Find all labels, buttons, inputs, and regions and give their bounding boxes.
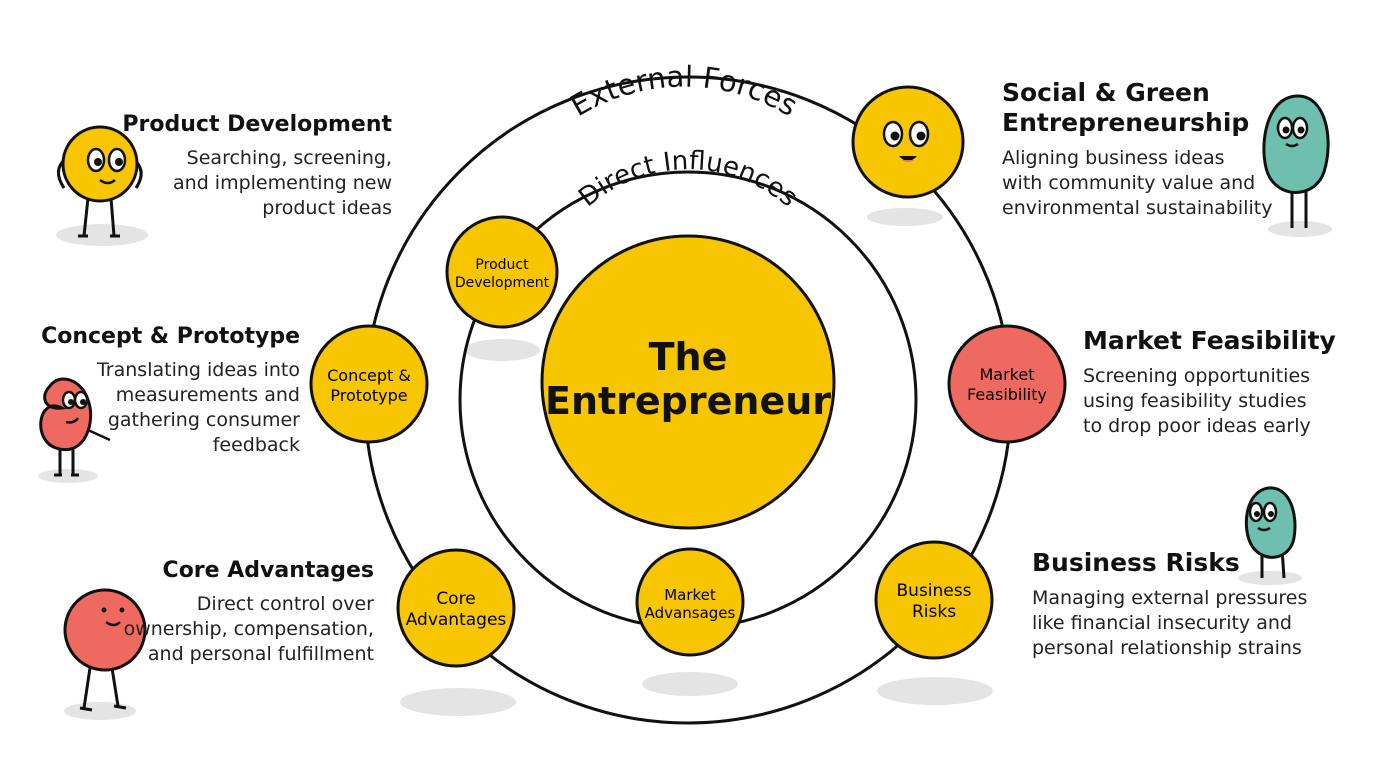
node-market-feasibility[interactable]: Market Feasibility	[947, 324, 1067, 444]
desc-line: and personal fulfillment	[147, 643, 374, 665]
red-blob-character-icon	[63, 588, 147, 712]
desc-line: measurements and	[115, 384, 300, 406]
desc-line: Direct control over	[196, 593, 374, 615]
desc-line: Searching, screening,	[186, 147, 392, 169]
desc-line: Translating ideas into	[96, 359, 300, 381]
teal-blob-character-icon	[1262, 94, 1330, 228]
desc-line: Managing external pressures	[1032, 587, 1308, 609]
node-core-advantages[interactable]: Core Advantages	[396, 548, 516, 668]
desc-line: with community value and	[1002, 172, 1256, 194]
desc-social-green: Social & Green Entrepreneurship Aligning…	[1002, 78, 1302, 221]
red-blob-character-icon	[39, 377, 111, 477]
outer-ring-label: External Forces	[565, 59, 804, 123]
node-market-advansages[interactable]: Market Advansages	[635, 547, 745, 657]
desc-title: Core Advantages	[162, 558, 374, 583]
node-concept-prototype[interactable]: Concept & Prototype	[309, 324, 429, 444]
desc-line: product ideas	[262, 197, 392, 219]
node-label: Risks	[912, 602, 956, 622]
node-label: Product	[475, 257, 529, 273]
node-label: Development	[455, 275, 550, 291]
yellow-face-icon	[851, 85, 965, 199]
node-business-risks[interactable]: Business Risks	[874, 540, 994, 660]
node-label: Business	[897, 581, 972, 601]
desc-line: feedback	[212, 434, 300, 456]
teal-blob-character-icon	[1244, 486, 1297, 579]
desc-line: using feasibility studies	[1083, 390, 1307, 412]
desc-line: Screening opportunities	[1083, 365, 1311, 387]
node-label: Advantages	[406, 610, 507, 630]
node-label: Concept &	[327, 366, 411, 385]
node-label: Core	[436, 589, 475, 609]
node-label: Market	[664, 586, 716, 604]
desc-product-development: Product Development Searching, screening…	[120, 112, 392, 221]
desc-title-line1: Social & Green	[1002, 78, 1210, 107]
desc-line: environmental sustainability	[1002, 197, 1273, 219]
desc-line: gathering consumer	[107, 409, 300, 431]
node-label: Feasibility	[967, 385, 1047, 404]
center-label-line2: Entrepreneur	[545, 379, 831, 423]
node-label: Market	[980, 365, 1035, 384]
desc-title-line2: Entrepreneurship	[1002, 108, 1250, 137]
desc-title: Social & Green Entrepreneurship	[1002, 78, 1302, 138]
desc-line: Aligning business ideas	[1002, 147, 1225, 169]
desc-business-risks: Business Risks Managing external pressur…	[1032, 548, 1352, 661]
desc-title: Concept & Prototype	[41, 324, 300, 349]
node-label: Advansages	[645, 604, 736, 622]
desc-line: personal relationship strains	[1032, 637, 1302, 659]
desc-title: Market Feasibility	[1083, 326, 1336, 355]
desc-line: like financial insecurity and	[1032, 612, 1292, 634]
desc-core-advantages: Core Advantages Direct control over owne…	[80, 558, 374, 667]
desc-line: and implementing new	[173, 172, 392, 194]
desc-line: ownership, compensation,	[123, 618, 374, 640]
desc-concept-prototype: Concept & Prototype Translating ideas in…	[30, 324, 300, 458]
desc-title: Business Risks	[1032, 548, 1240, 577]
node-label: Prototype	[330, 386, 407, 405]
desc-line: to drop poor ideas early	[1083, 415, 1311, 437]
yellow-blob-character-icon	[57, 125, 143, 238]
desc-market-feasibility: Market Feasibility Screening opportuniti…	[1083, 326, 1363, 439]
center-node: The Entrepreneur	[540, 234, 836, 530]
desc-title: Product Development	[122, 112, 392, 137]
inner-ring-label: Direct Influences	[573, 146, 803, 213]
node-product-development[interactable]: Product Development	[445, 215, 559, 329]
center-label-line1: The	[649, 335, 728, 379]
